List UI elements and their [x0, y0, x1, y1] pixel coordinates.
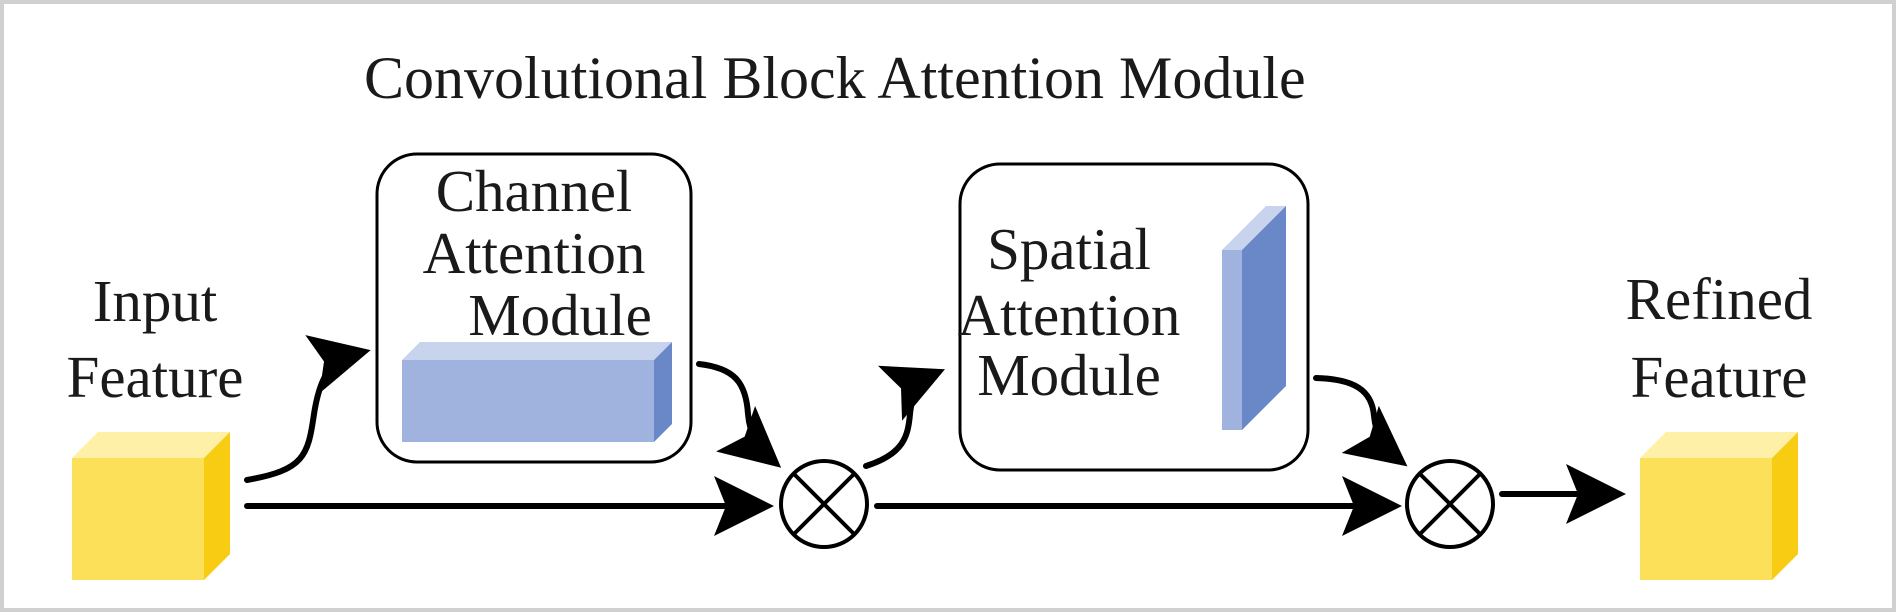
spatial-module-label-line1: Spatial	[987, 216, 1151, 282]
cube-side-face	[204, 432, 230, 580]
channel-attention-block	[402, 342, 672, 442]
input-feature-label-line2: Feature	[66, 344, 244, 410]
block-top-face	[402, 342, 672, 360]
spatial-module-label-line2: Attention	[957, 282, 1181, 348]
input-feature-label-line1: Input	[92, 268, 218, 334]
cube-front-face	[72, 458, 204, 580]
arrow-spatial-module-to-multiply-2	[1313, 375, 1408, 467]
cube-side-face	[1772, 432, 1798, 580]
cube-top-face	[72, 432, 230, 458]
arrow-multiply-1-to-spatial-module	[863, 365, 945, 469]
channel-module-label-line3: Module	[468, 282, 652, 348]
diagram-graphics	[72, 152, 1798, 580]
channel-attention-module-box	[375, 152, 693, 464]
spatial-attention-block	[1222, 206, 1286, 430]
block-front-face	[1222, 250, 1242, 430]
channel-module-label-line1: Channel	[435, 158, 633, 224]
refined-feature-cube	[1640, 432, 1798, 580]
multiply-operator-1	[779, 459, 869, 549]
input-feature-cube	[72, 432, 230, 580]
block-side-face	[654, 342, 672, 442]
block-top-face	[1222, 206, 1286, 250]
arrow-input-to-channel-module	[244, 335, 371, 483]
cube-top-face	[1640, 432, 1798, 458]
cube-front-face	[1640, 458, 1772, 580]
diagram-title: Convolutional Block Attention Module	[364, 45, 1306, 111]
channel-module-label-line2: Attention	[422, 220, 646, 286]
block-front-face	[402, 360, 654, 442]
multiply-operator-2	[1405, 459, 1495, 549]
arrow-channel-module-to-multiply-1	[696, 361, 782, 468]
spatial-attention-module-box	[958, 162, 1310, 472]
refined-feature-label-line1: Refined	[1625, 266, 1813, 332]
spatial-module-label-line3: Module	[977, 342, 1161, 408]
block-side-face	[1242, 206, 1286, 430]
refined-feature-label-line2: Feature	[1630, 344, 1808, 410]
